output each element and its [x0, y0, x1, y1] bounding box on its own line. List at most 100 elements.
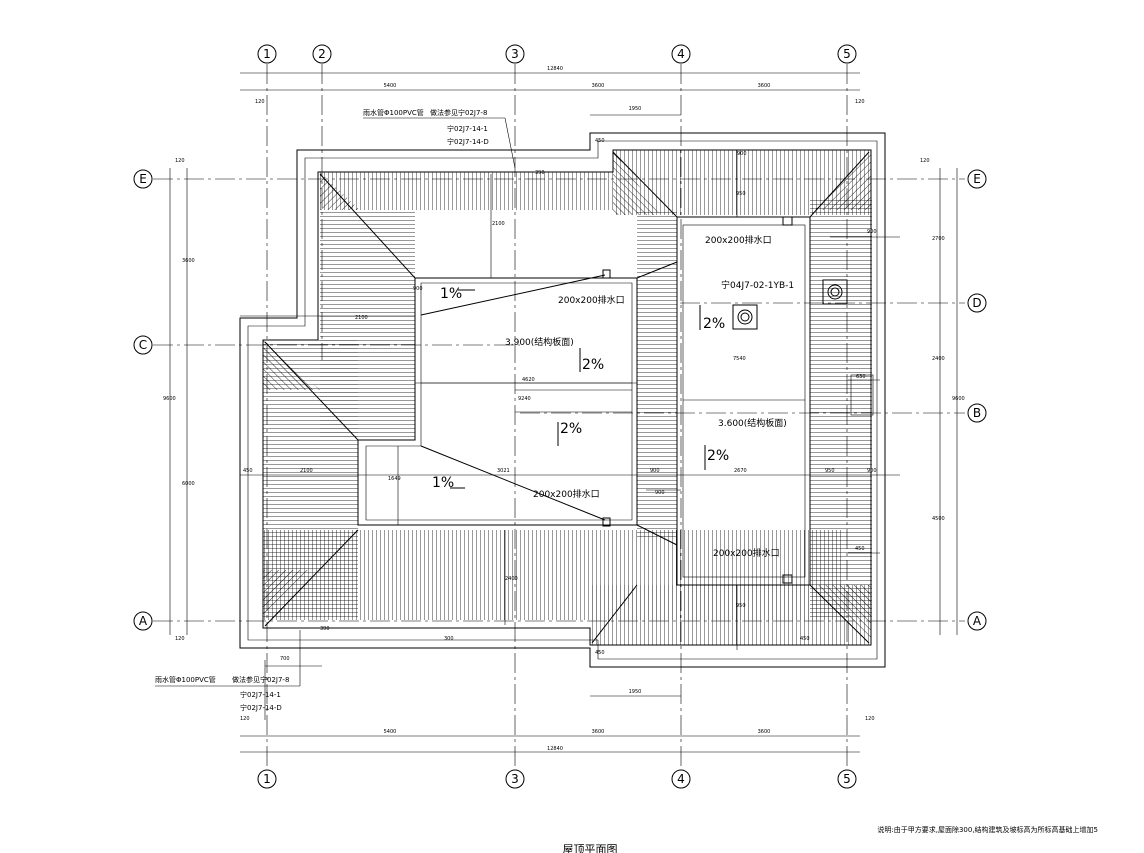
dim-120-g: 120	[920, 158, 930, 164]
axis-label-left-a: A	[139, 614, 148, 628]
axis-label-top-3: 3	[511, 47, 519, 61]
dim-2100-c: 2100	[492, 221, 505, 227]
axis-bubbles-bottom: 1 3 4 5	[257, 769, 857, 789]
axis-label-left-c: C	[139, 338, 147, 352]
axis-label-bottom-4: 4	[677, 772, 685, 786]
dim-right-2700: 2700	[932, 236, 945, 242]
dim-2400: 2400	[505, 576, 518, 582]
dimension-lines	[155, 72, 958, 753]
vent-box	[732, 304, 758, 330]
dim-left-3600: 3600	[182, 258, 195, 264]
dim-700: 700	[280, 656, 290, 662]
axis-label-bottom-1: 1	[263, 772, 271, 786]
dim-950-c: 950	[736, 603, 746, 609]
downpipe-bot-line1: 雨水管Φ100PVC管	[155, 675, 216, 684]
dim-top-total: 12840	[547, 66, 563, 72]
downpipe-bot-line4: 宁02J7-14-D	[240, 703, 282, 712]
drain-label-3: 200x200排水口	[705, 234, 772, 246]
dim-7540: 7540	[733, 356, 746, 362]
elevation-2: 3.600(结构板面)	[718, 417, 787, 429]
axis-label-top-4: 4	[677, 47, 685, 61]
dimension-texts: 12840 5400 3600 3600 12840 5400 3600 360…	[163, 66, 965, 752]
dim-1950-top: 1950	[629, 106, 642, 112]
axis-label-top-1: 1	[263, 47, 271, 61]
roof-hatching	[263, 150, 872, 645]
dim-300: 300	[444, 636, 454, 642]
ridge-lines	[264, 151, 870, 644]
axis-label-bottom-3: 3	[511, 772, 519, 786]
downpipe-top-line2: 做法参见宁02J7-8	[430, 108, 487, 117]
dim-120-f: 120	[175, 636, 185, 642]
slope-4: 1%	[432, 475, 454, 491]
downpipe-bot-line3: 宁02J7-14-1	[240, 690, 281, 699]
axis-label-top-5: 5	[843, 47, 851, 61]
slope-1: 1%	[440, 286, 462, 302]
dim-900-c: 900	[655, 490, 665, 496]
axis-bubbles-right: E D B A	[967, 169, 987, 631]
slope-3: 2%	[560, 421, 582, 437]
dim-1649: 1649	[388, 476, 401, 482]
annotations: 雨水管Φ100PVC管 做法参见宁02J7-8 宁02J7-14-1 宁02J7…	[155, 108, 1098, 853]
hatch-top-left	[320, 172, 613, 210]
dim-450-a: 450	[595, 138, 605, 144]
dim-right-total: 9600	[952, 396, 965, 402]
dim-bottom-3600a: 3600	[592, 729, 605, 735]
dim-120-b: 120	[855, 99, 865, 105]
dim-top-3600b: 3600	[758, 83, 771, 89]
drain-label-1: 200x200排水口	[558, 294, 625, 306]
dim-2100-b: 2100	[300, 468, 313, 474]
slope-6: 2%	[707, 448, 729, 464]
axis-label-right-e: E	[973, 172, 981, 186]
axis-lines	[153, 64, 965, 770]
axis-label-left-e: E	[139, 172, 147, 186]
vent-label: 宁04J7-02-1YB-1	[721, 279, 794, 291]
dim-bottom-3600b: 3600	[758, 729, 771, 735]
dim-950-b: 950	[736, 191, 746, 197]
axis-label-bottom-5: 5	[843, 772, 851, 786]
dim-2100-a: 2100	[355, 315, 368, 321]
drawing-title: 屋顶平面图	[563, 843, 618, 853]
downpipe-top-line1: 雨水管Φ100PVC管	[363, 108, 424, 117]
dim-120-a: 120	[255, 99, 265, 105]
slope-2: 2%	[582, 357, 604, 373]
dim-bottom-total: 12840	[547, 746, 563, 752]
dim-900-a: 900	[413, 286, 423, 292]
hatch-right-side	[810, 200, 872, 620]
slope-arrows	[450, 289, 706, 489]
dim-950-a: 950	[825, 468, 835, 474]
dim-450-d: 450	[855, 546, 865, 552]
downpipe-top-line4: 宁02J7-14-D	[447, 137, 489, 146]
downpipe-top-line3: 宁02J7-14-1	[447, 124, 488, 133]
dim-900-e: 900	[867, 229, 877, 235]
dim-390-b: 390	[320, 626, 330, 632]
dim-120-d: 120	[865, 716, 875, 722]
dim-2670: 2670	[734, 468, 747, 474]
dim-630: 630	[856, 374, 866, 380]
dim-9240: 9240	[518, 396, 531, 402]
axis-label-right-a: A	[973, 614, 982, 628]
dim-4620: 4620	[522, 377, 535, 383]
dim-right-2400: 2400	[932, 356, 945, 362]
dim-bottom-5400: 5400	[384, 729, 397, 735]
axis-label-right-b: B	[973, 406, 981, 420]
elevation-1: 3.900(结构板面)	[505, 336, 574, 348]
design-note: 说明:由于甲方要求,屋面除300,结构建筑及坡标高为所标高基础上增加5	[877, 825, 1098, 834]
hatch-right-bottom	[590, 585, 872, 645]
drain-label-4: 200x200排水口	[713, 547, 780, 559]
axis-label-right-d: D	[972, 296, 981, 310]
downpipe-bot-line2: 做法参见宁02J7-8	[232, 675, 289, 684]
axis-label-top-2: 2	[318, 47, 326, 61]
flat-roof-areas	[357, 216, 811, 586]
dim-left-6000: 6000	[182, 481, 195, 487]
dim-left-total: 9600	[163, 396, 176, 402]
dim-900-d: 900	[867, 468, 877, 474]
slope-5: 2%	[703, 316, 725, 332]
dim-1950-bottom: 1950	[629, 689, 642, 695]
dim-450-e: 450	[800, 636, 810, 642]
dim-900-f: 900	[737, 151, 747, 157]
drain-label-2: 200x200排水口	[533, 488, 600, 500]
dim-3021: 3021	[497, 468, 510, 474]
dim-120-e: 120	[175, 158, 185, 164]
dim-450-b: 450	[595, 650, 605, 656]
